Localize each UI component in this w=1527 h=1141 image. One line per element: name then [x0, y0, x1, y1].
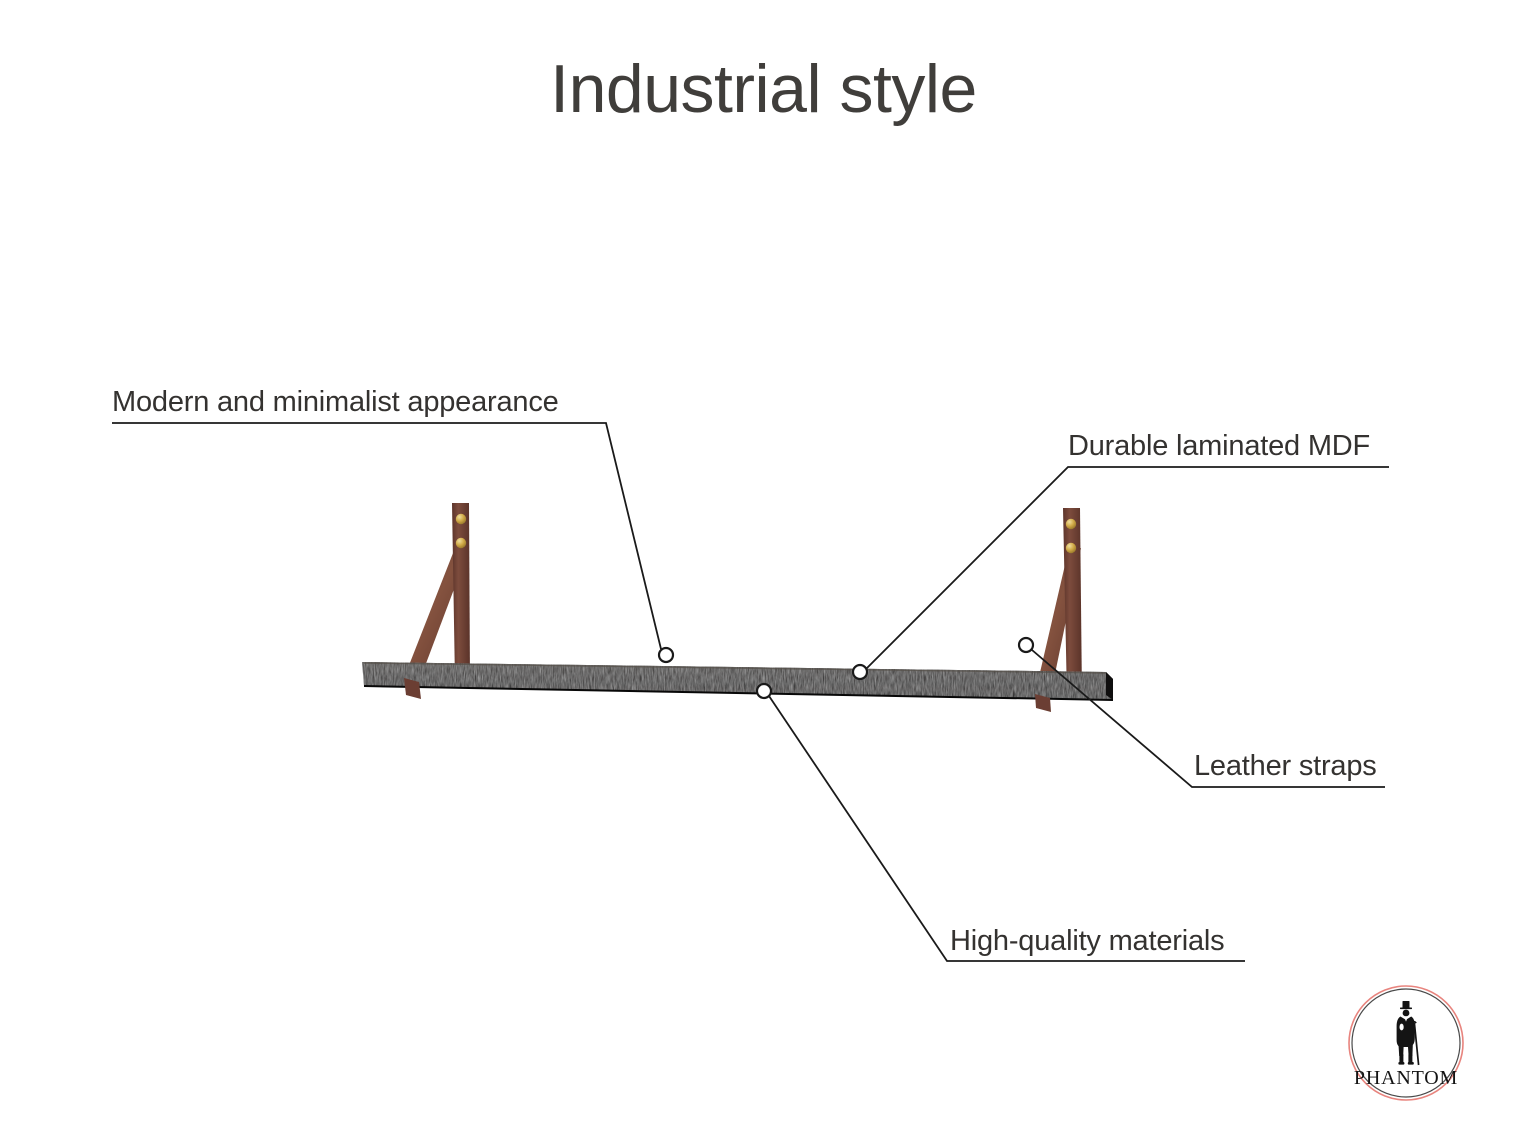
leader-line-leather — [1031, 649, 1385, 788]
shelf-right-end — [1106, 672, 1113, 700]
logo-wordmark-svg: PHANTOM — [1354, 1067, 1458, 1089]
logo-ring-inner — [1351, 988, 1461, 1098]
right-bracket-rivet-bottom — [1065, 542, 1077, 554]
left-bracket-strap-wrap — [404, 678, 421, 699]
page-title: Industrial style — [550, 51, 977, 127]
leader-line-quality — [768, 695, 1245, 962]
right-bracket-strap-wrap — [1035, 694, 1051, 712]
callout-dot-mdf[interactable] — [851, 663, 869, 681]
callout-dot-quality[interactable] — [755, 682, 773, 700]
left-bracket-rivet-bottom — [455, 537, 467, 549]
shelf-top-highlight — [363, 662, 1107, 674]
left-bracket — [404, 503, 470, 682]
shelf-board — [362, 662, 1114, 701]
callout-dot-modern[interactable] — [657, 646, 675, 664]
callout-label-quality: High-quality materials — [950, 925, 1225, 957]
callout-dot-leather[interactable] — [1017, 636, 1035, 654]
left-bracket-vertical-strap — [452, 503, 470, 682]
right-bracket — [1035, 508, 1082, 698]
callout-label-modern: Modern and minimalist appearance — [112, 386, 559, 418]
shelf-front-face — [362, 662, 1113, 700]
leader-lines — [112, 422, 1389, 962]
callout-label-mdf: Durable laminated MDF — [1068, 430, 1371, 462]
leader-line-modern — [112, 422, 662, 650]
left-bracket-rivet-top — [455, 513, 467, 525]
right-bracket-rivet-top — [1065, 518, 1077, 530]
callout-label-leather: Leather straps — [1194, 750, 1377, 782]
brand-logo: PHANTOM — [1346, 983, 1466, 1103]
logo-gentleman-icon — [1396, 1001, 1420, 1066]
shelf-bottom-edge — [363, 685, 1114, 701]
left-bracket-diagonal-strap — [404, 548, 468, 682]
leader-line-mdf — [865, 466, 1389, 670]
right-bracket-vertical-strap — [1063, 508, 1082, 698]
callout-dots — [657, 636, 1035, 700]
logo-mark: PHANTOM — [1348, 985, 1464, 1101]
